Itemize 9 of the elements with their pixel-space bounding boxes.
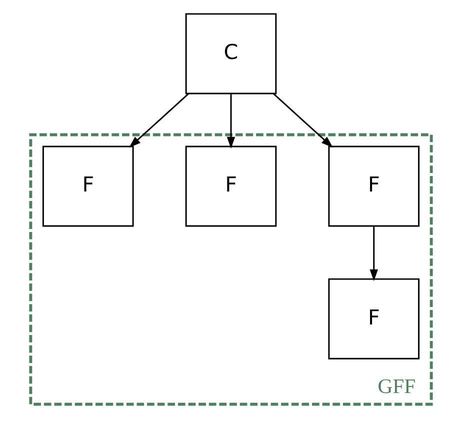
arrow xyxy=(369,226,378,282)
arrow xyxy=(272,93,332,148)
node-box: F xyxy=(328,278,420,360)
node-box: F xyxy=(184,146,276,227)
node-box: C xyxy=(184,13,276,94)
node-box: F xyxy=(42,146,134,227)
arrow xyxy=(226,94,235,149)
arrow xyxy=(128,93,189,148)
node-box: F xyxy=(328,146,420,227)
